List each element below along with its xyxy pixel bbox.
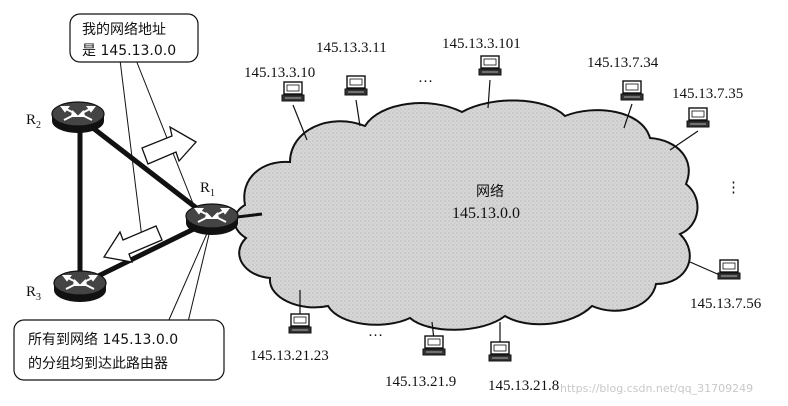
host-145-13-7-35: [686, 107, 710, 128]
host-145-13-21-8: [488, 341, 512, 362]
callout-bottom-line2: 的分组均到达此路由器: [28, 356, 168, 372]
callout-top-line1: 我的网络地址: [82, 22, 166, 38]
advertise-arrow-up: [141, 125, 198, 165]
host-label: 145.13.7.35: [672, 86, 743, 102]
host-145-13-21-23: [288, 313, 312, 334]
callout-bottom-pointer: [167, 221, 213, 323]
callout-top-line2: 是 145.13.0.0: [82, 43, 176, 59]
router-r3-label: R3: [26, 284, 41, 303]
ellipsis-right: ⋮: [726, 180, 741, 196]
host-145-13-3-10: [281, 81, 305, 102]
router-r2-label: R2: [26, 112, 41, 131]
callout-bottom-box: [13, 319, 225, 381]
host-label: 145.13.21.8: [488, 378, 559, 394]
router-r3: [53, 270, 107, 303]
host-145-13-21-9: [422, 335, 446, 356]
network-cloud: [233, 99, 699, 331]
router-r1: [185, 203, 239, 236]
advertise-arrow-down: [102, 225, 163, 263]
host-label: 145.13.3.11: [316, 40, 387, 56]
host-label: 145.13.21.9: [385, 374, 456, 390]
router-r1-label: R1: [200, 180, 215, 199]
host-label: 145.13.7.56: [690, 296, 762, 312]
ellipsis-bottom: …: [368, 324, 383, 340]
ellipsis-top: …: [418, 70, 433, 86]
host-label: 145.13.3.10: [244, 65, 315, 81]
network-name: 网络: [476, 184, 504, 200]
host-label: 145.13.3.101: [442, 36, 521, 52]
link-r2-r1: [78, 116, 214, 222]
host-label: 145.13.21.23: [250, 348, 329, 364]
host-label: 145.13.7.34: [587, 55, 659, 71]
callout-bottom-line1: 所有到网络 145.13.0.0: [28, 332, 178, 348]
callout-top-box: [69, 13, 199, 63]
host-145-13-7-34: [620, 80, 644, 101]
link-r1-r3: [78, 217, 214, 288]
host-145-13-3-11: [344, 75, 368, 96]
watermark: https://blog.csdn.net/qq_31709249: [560, 382, 753, 395]
host-145-13-3-101: [478, 55, 502, 76]
network-address: 145.13.0.0: [452, 205, 520, 222]
host-145-13-7-56: [717, 259, 741, 280]
router-r2: [51, 101, 105, 134]
